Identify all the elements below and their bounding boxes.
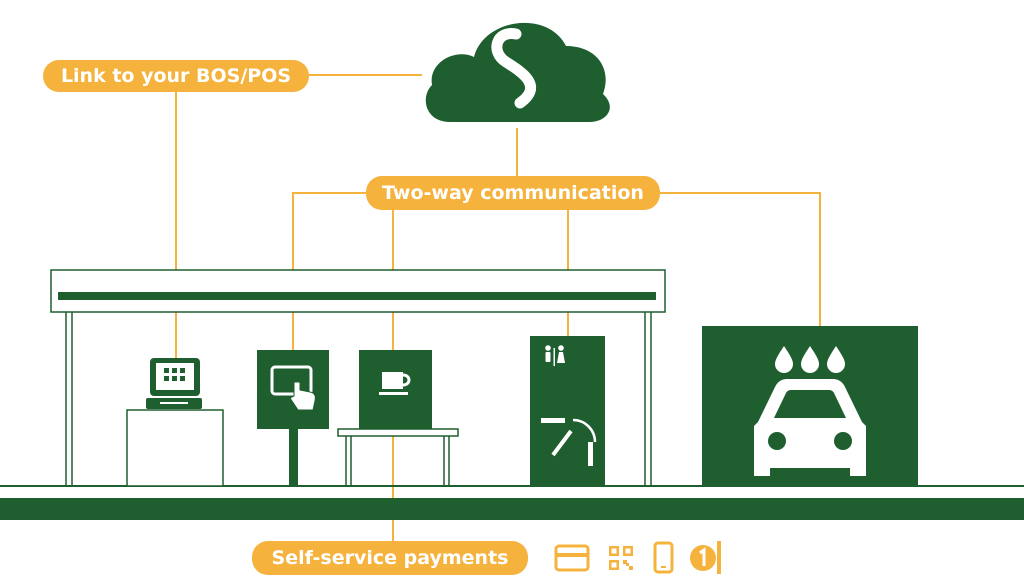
mobile-phone-icon: [653, 541, 674, 574]
ground: [0, 485, 1024, 520]
coin-token-icon: [690, 541, 721, 574]
two-way-communication-label: Two-way communication: [366, 176, 660, 210]
cloud-logo-icon: [425, 22, 610, 122]
coffee-cup-icon: [337, 350, 459, 486]
canopy: [50, 269, 666, 486]
qr-code-icon: [609, 546, 633, 570]
self-service-payments-label: Self-service payments: [252, 541, 528, 575]
car-wash-icon: [702, 326, 918, 486]
credit-card-icon: [554, 544, 590, 572]
turnstile-gate-icon: [530, 336, 605, 486]
pos-terminal-icon: [126, 358, 224, 487]
bos-pos-link-label: Link to your BOS/POS: [43, 60, 309, 92]
restroom-icon: [545, 345, 565, 366]
touch-screen-kiosk-icon: [257, 350, 329, 486]
